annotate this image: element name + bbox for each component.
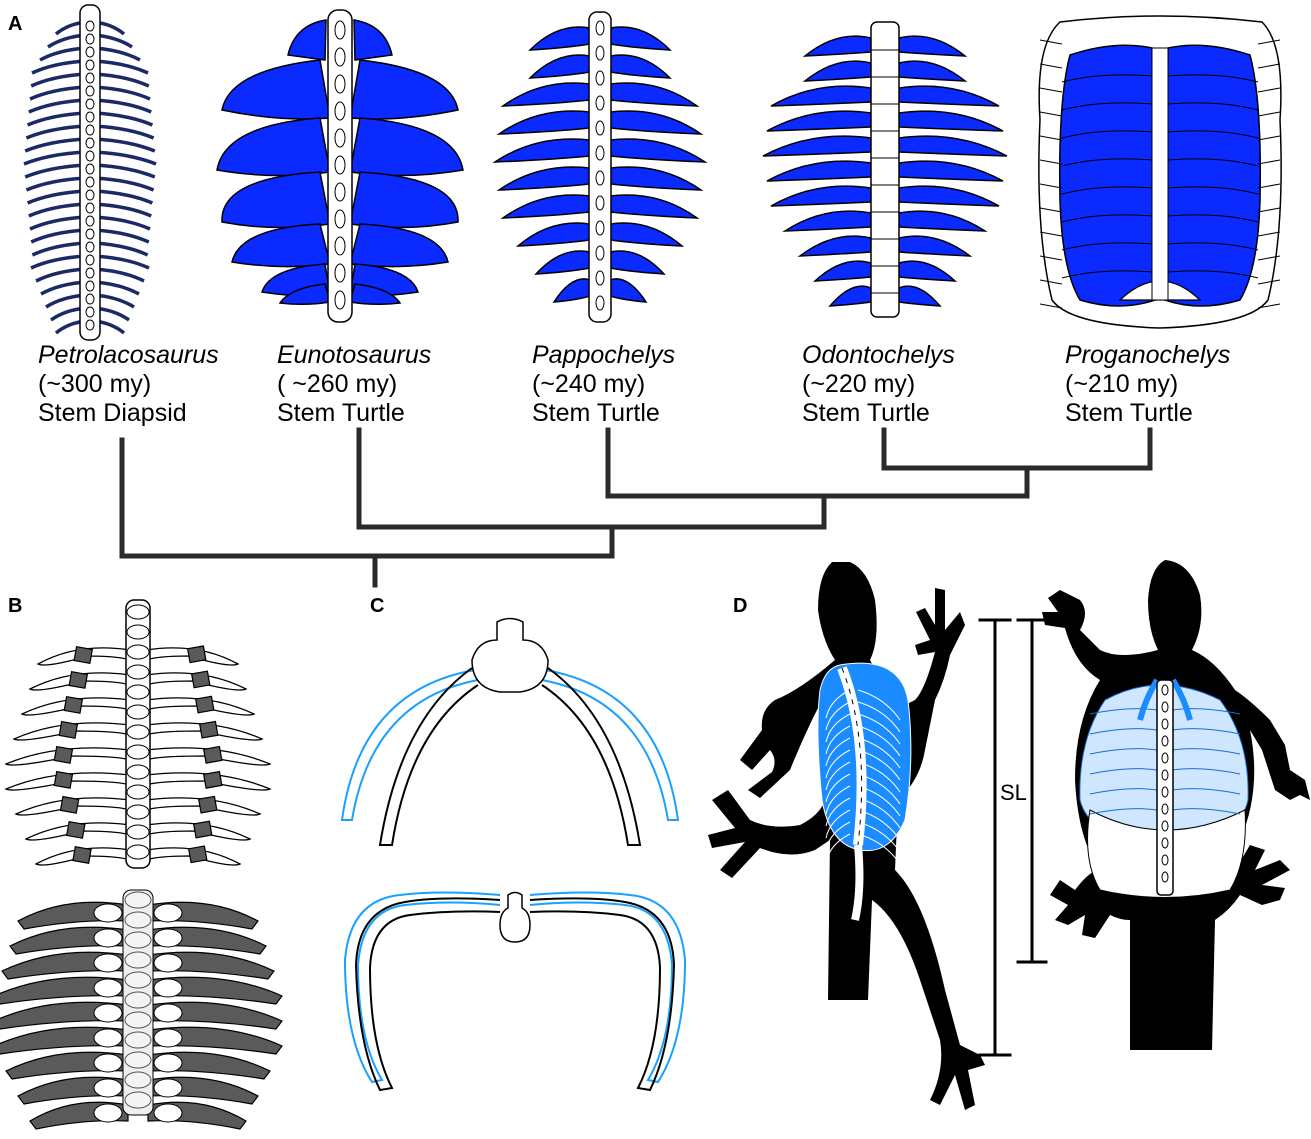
taxon-label-pappochelys: Pappochelys (~240 my) Stem Turtle bbox=[532, 341, 675, 427]
svg-text:(~210 my): (~210 my) bbox=[1065, 370, 1178, 398]
taxon-label-proganochelys: Proganochelys (~210 my) Stem Turtle bbox=[1065, 341, 1230, 427]
svg-text:Stem Turtle: Stem Turtle bbox=[277, 399, 405, 427]
taxon-label-odontochelys: Odontochelys (~220 my) Stem Turtle bbox=[802, 341, 955, 427]
svg-text:Petrolacosaurus: Petrolacosaurus bbox=[38, 341, 219, 369]
pappochelys-skeleton bbox=[495, 12, 705, 322]
svg-text:(~240 my): (~240 my) bbox=[532, 370, 645, 398]
standard-length-bar-lizard bbox=[980, 620, 1010, 1055]
svg-text:Odontochelys: Odontochelys bbox=[802, 341, 955, 369]
taxon-label-petrolacosaurus: Petrolacosaurus (~300 my) Stem Diapsid bbox=[38, 341, 219, 427]
panel-label-b: B bbox=[8, 595, 22, 617]
eunotosaurus-skeleton bbox=[217, 10, 463, 322]
panel-label-d: D bbox=[733, 595, 747, 617]
panel-c-lower-cross-section bbox=[345, 893, 685, 1091]
svg-text:Stem Turtle: Stem Turtle bbox=[532, 399, 660, 427]
svg-text:(~300 my): (~300 my) bbox=[38, 370, 151, 398]
svg-text:( ~260 my): ( ~260 my) bbox=[277, 370, 397, 398]
petrolacosaurus-skeleton bbox=[24, 5, 156, 340]
panel-b-upper-ribcage bbox=[6, 600, 270, 868]
scale-label-sl: SL bbox=[1000, 780, 1027, 805]
panel-label-c: C bbox=[370, 595, 384, 617]
panel-label-a: A bbox=[8, 13, 22, 35]
svg-text:(~220 my): (~220 my) bbox=[802, 370, 915, 398]
odontochelys-skeleton bbox=[763, 22, 1007, 317]
svg-text:Stem Turtle: Stem Turtle bbox=[1065, 399, 1193, 427]
cladogram bbox=[122, 430, 1150, 585]
panel-d-lizard-silhouette bbox=[708, 562, 985, 1110]
taxon-label-eunotosaurus: Eunotosaurus ( ~260 my) Stem Turtle bbox=[277, 341, 431, 427]
proganochelys-shell bbox=[1039, 16, 1281, 328]
panel-b-lower-ribcage bbox=[0, 890, 282, 1129]
svg-text:Pappochelys: Pappochelys bbox=[532, 341, 675, 369]
svg-text:Proganochelys: Proganochelys bbox=[1065, 341, 1230, 369]
svg-text:Eunotosaurus: Eunotosaurus bbox=[277, 341, 431, 369]
panel-d-turtle-silhouette bbox=[1042, 560, 1310, 1050]
svg-text:Stem Turtle: Stem Turtle bbox=[802, 399, 930, 427]
panel-c-upper-cross-section bbox=[342, 619, 678, 846]
svg-text:Stem Diapsid: Stem Diapsid bbox=[38, 399, 187, 427]
